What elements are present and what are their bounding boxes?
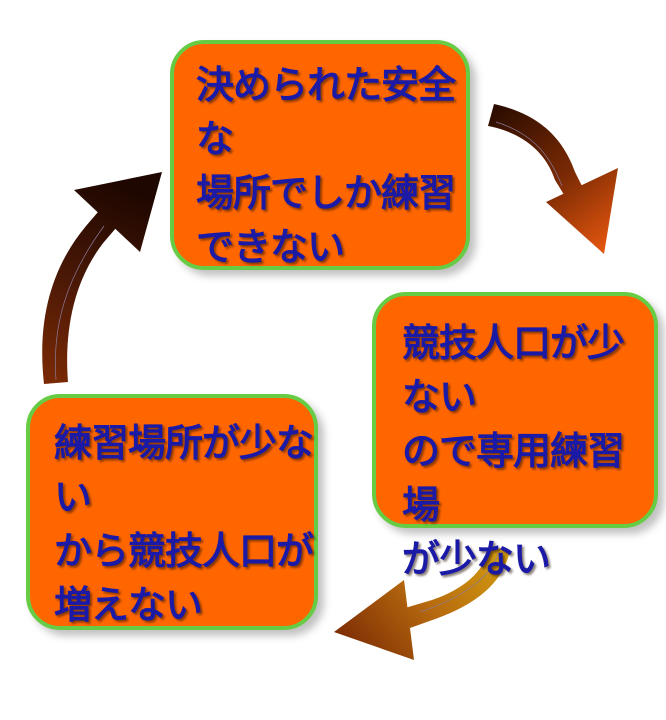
node-text-line: が少ない (402, 537, 551, 581)
node-text-line: ので専用練習場 (402, 429, 625, 527)
arrow-shaft (42, 212, 117, 384)
arrow-guide-line (55, 225, 105, 381)
node-text-right: 競技人口が少ないので専用練習場が少ない (402, 316, 658, 586)
arrow-head (74, 172, 162, 252)
arrow-shaft (488, 104, 583, 198)
cycle-node-right: 競技人口が少ないので専用練習場が少ない (372, 292, 658, 581)
node-text-top: 決められた安全な場所でしか練習できない (196, 58, 466, 274)
node-text-line: 競技人口が少ない (402, 321, 625, 419)
node-text-line: 決められた安全な (196, 63, 456, 161)
arrow-guide-line (419, 553, 499, 613)
node-text-left: 練習場所が少ないから競技人口が増えない (54, 416, 318, 632)
arrow-guide-line (495, 121, 563, 187)
cycle-node-left: 練習場所が少ないから競技人口が増えない (26, 394, 318, 630)
node-text-line: できない (196, 225, 345, 269)
arrow-left-to-top (42, 172, 162, 384)
node-text-line: 練習場所が少ない (54, 421, 314, 519)
node-text-line: 場所でしか練習 (196, 171, 456, 215)
arrow-top-to-right (488, 104, 618, 254)
arrow-right-to-left (334, 547, 510, 660)
arrow-head (546, 168, 618, 254)
arrow-head (334, 580, 414, 660)
node-text-line: から競技人口が (54, 529, 314, 573)
cycle-node-top: 決められた安全な場所でしか練習できない (170, 40, 470, 270)
node-text-line: 増えない (54, 583, 203, 627)
